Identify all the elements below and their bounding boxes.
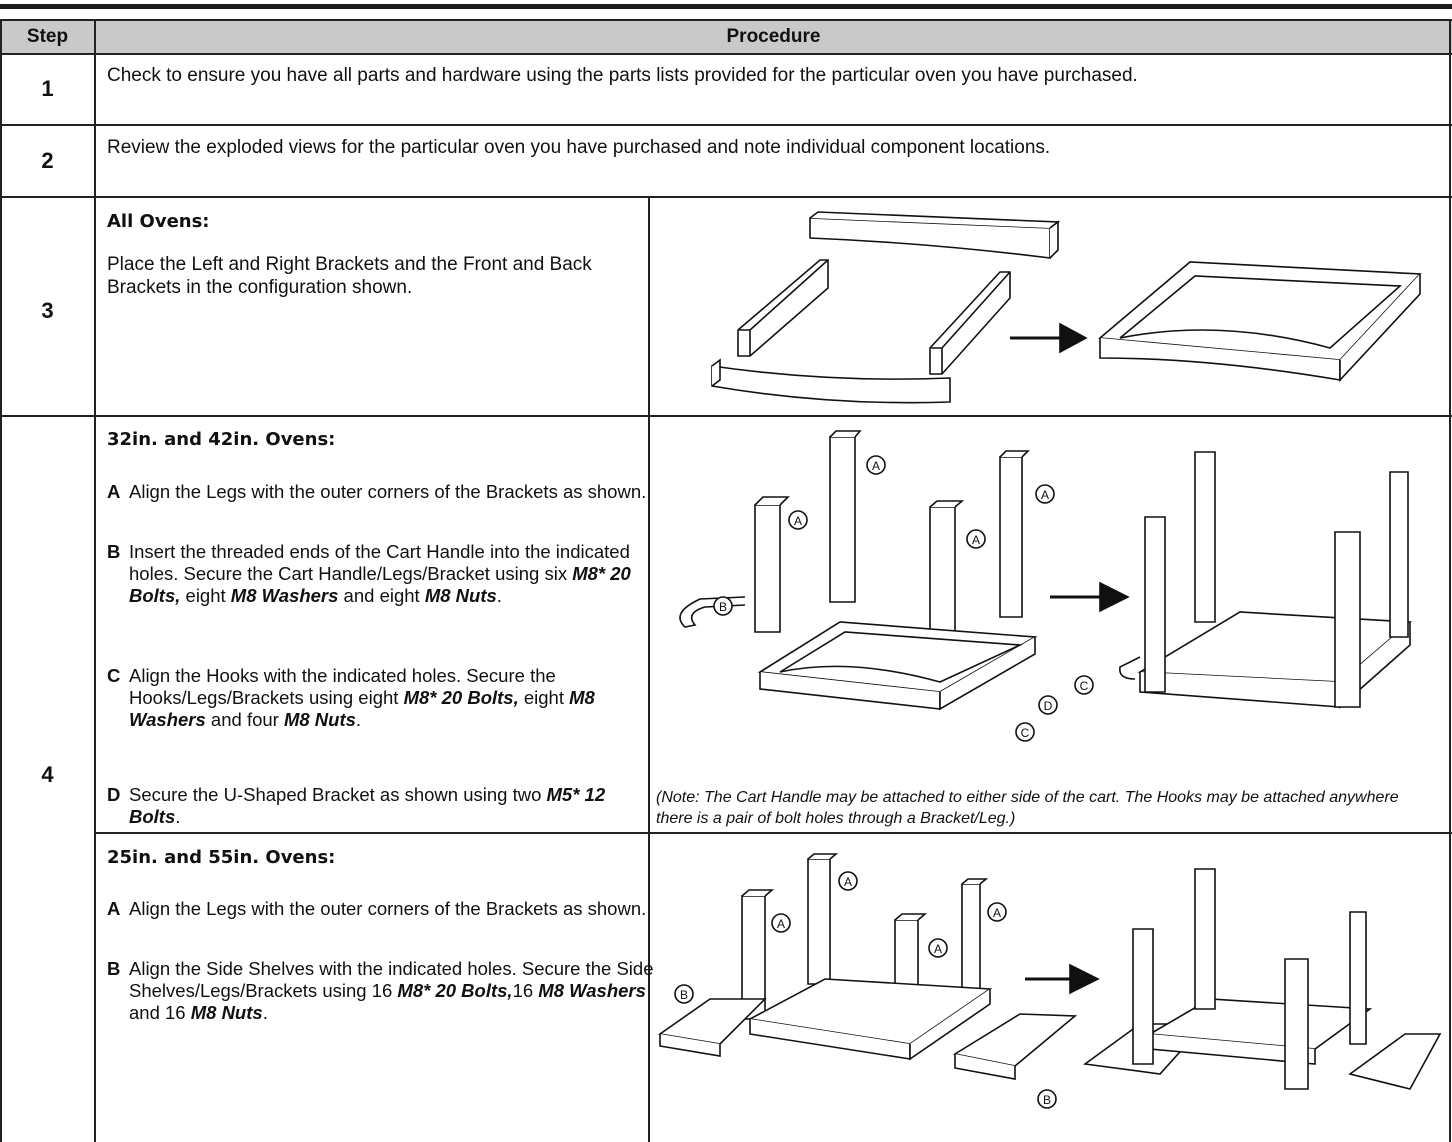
grid-line	[0, 53, 1452, 55]
grid-line	[1449, 19, 1451, 1142]
base-frame	[747, 978, 993, 1061]
left-bracket	[737, 259, 829, 357]
step-number-2: 2	[41, 148, 54, 173]
right-bracket	[929, 271, 1011, 375]
grid-line	[0, 19, 1452, 21]
leg-2	[829, 430, 862, 603]
header-row	[0, 20, 1452, 53]
callout-c: C	[1080, 679, 1089, 693]
callout-b: B	[1043, 1093, 1051, 1107]
side-shelf-right	[952, 1013, 1078, 1080]
cart-handle	[679, 596, 746, 628]
grid-line	[0, 415, 1452, 417]
step-4a-note: (Note: The Cart Handle may be attached t…	[656, 789, 1399, 827]
leg-4	[999, 450, 1030, 618]
callout-a-circle	[771, 913, 791, 933]
callout-a: A	[993, 906, 1001, 920]
callout-c-circle	[1015, 722, 1035, 742]
callout-a-circle	[1035, 484, 1055, 504]
leg-2	[807, 853, 839, 985]
assembled-cart	[1118, 451, 1413, 709]
callout-d-circle	[1038, 695, 1058, 715]
grid-line	[0, 124, 1452, 126]
step-number-1: 1	[41, 76, 54, 101]
header-procedure: Procedure	[726, 26, 821, 47]
back-bracket	[809, 211, 1061, 259]
side-shelf-left	[657, 998, 767, 1057]
callout-a-circle	[966, 529, 986, 549]
step-4b-heading: 25in. and 55in. Ovens:	[107, 847, 336, 868]
callout-a-circle	[928, 938, 948, 958]
leg-4	[961, 878, 989, 1005]
base-frame	[757, 621, 1038, 711]
step-number-3: 3	[41, 298, 54, 323]
callout-d: D	[1044, 699, 1053, 713]
leg-1	[754, 496, 790, 633]
step-4a-heading: 32in. and 42in. Ovens:	[107, 429, 336, 450]
assembled-cart-shelves	[1082, 868, 1442, 1090]
step-3-illustration	[711, 211, 1422, 404]
step-4b-illustration: B B A A A A	[657, 853, 1442, 1109]
callout-a: A	[794, 514, 802, 528]
callout-a-circle	[838, 871, 858, 891]
step-1-text: Check to ensure you have all parts and h…	[107, 65, 1138, 86]
callout-a: A	[1041, 488, 1049, 502]
callout-a-circle	[788, 510, 808, 530]
callout-a: A	[934, 942, 942, 956]
step-2-text: Review the exploded views for the partic…	[107, 137, 1051, 158]
arrow-head	[1059, 322, 1088, 354]
front-bracket	[711, 358, 951, 404]
step-4a-illustration: B A A A A C C D	[679, 430, 1413, 742]
callout-a: A	[972, 533, 980, 547]
callout-a-circle	[866, 455, 886, 475]
callout-b-circle	[674, 984, 694, 1004]
callout-b-circle	[1037, 1089, 1057, 1109]
grid-line	[648, 196, 650, 1142]
step-3-heading: All Ovens:	[107, 211, 210, 232]
grid-line	[95, 832, 1452, 834]
callout-c-circle	[1074, 675, 1094, 695]
callout-a: A	[844, 875, 852, 889]
arrow-head	[1069, 963, 1100, 995]
callout-b: B	[680, 988, 688, 1002]
arrow-head	[1099, 581, 1130, 613]
callout-b-circle	[713, 596, 733, 616]
callout-a-circle	[987, 902, 1007, 922]
grid-line	[0, 196, 1452, 198]
grid-line	[0, 19, 2, 1142]
grid-line	[94, 19, 96, 1142]
callout-b: B	[719, 600, 727, 614]
assembled-frame	[1098, 261, 1422, 383]
header-step: Step	[26, 26, 69, 47]
callout-c: C	[1021, 726, 1030, 740]
callout-a: A	[777, 917, 785, 931]
top-rule	[0, 4, 1452, 9]
step-3-text: Place the Left and Right Brackets and th…	[107, 254, 592, 298]
step-number-4: 4	[41, 762, 54, 787]
callout-a: A	[872, 459, 880, 473]
